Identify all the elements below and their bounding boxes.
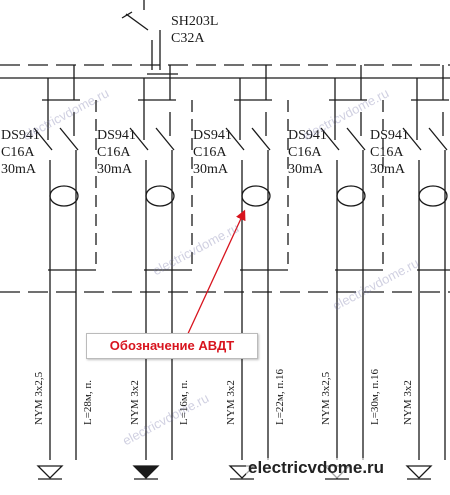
main-breaker-rating: C32A xyxy=(171,31,205,46)
rcbo-model: DS941 xyxy=(1,128,40,143)
rcbo-rating: C16A xyxy=(97,145,131,160)
footer-watermark: electricvdome.ru xyxy=(246,458,387,478)
rcbo-leakage: 30mA xyxy=(1,162,36,177)
main-breaker-symbol xyxy=(121,0,178,75)
rcbo-rating: C16A xyxy=(288,145,322,160)
cable-length: L=22м, п.16 xyxy=(274,368,286,425)
cable-length: L=30м, п.16 xyxy=(369,368,381,425)
main-breaker-model: SH203L xyxy=(171,14,219,29)
cable-type: NYM 3x2,5 xyxy=(33,371,45,425)
rcbo-rating: C16A xyxy=(1,145,35,160)
busbars xyxy=(0,64,450,293)
cable-type: NYM 3x2 xyxy=(225,380,237,425)
rcbo-model: DS941 xyxy=(288,128,327,143)
annotation-callout: Обозначение АВДТ xyxy=(86,333,258,359)
rcbo-branch xyxy=(129,65,193,480)
rcbo-branch xyxy=(33,65,97,480)
rcbo-model: DS941 xyxy=(97,128,136,143)
rcbo-model: DS941 xyxy=(370,128,409,143)
rcbo-leakage: 30mA xyxy=(288,162,323,177)
rcbo-branch xyxy=(402,65,450,480)
rcbo-rating: C16A xyxy=(370,145,404,160)
rcbo-model: DS941 xyxy=(193,128,232,143)
cable-type: NYM 3x2,5 xyxy=(320,371,332,425)
cable-type: NYM 3x2 xyxy=(129,380,141,425)
cable-length: L=28м, п. xyxy=(82,379,94,425)
rcbo-leakage: 30mA xyxy=(370,162,405,177)
cable-type: NYM 3x2 xyxy=(402,380,414,425)
rcbo-leakage: 30mA xyxy=(97,162,132,177)
rcbo-rating: C16A xyxy=(193,145,227,160)
rcbo-leakage: 30mA xyxy=(193,162,228,177)
annotation-arrow xyxy=(185,209,246,339)
